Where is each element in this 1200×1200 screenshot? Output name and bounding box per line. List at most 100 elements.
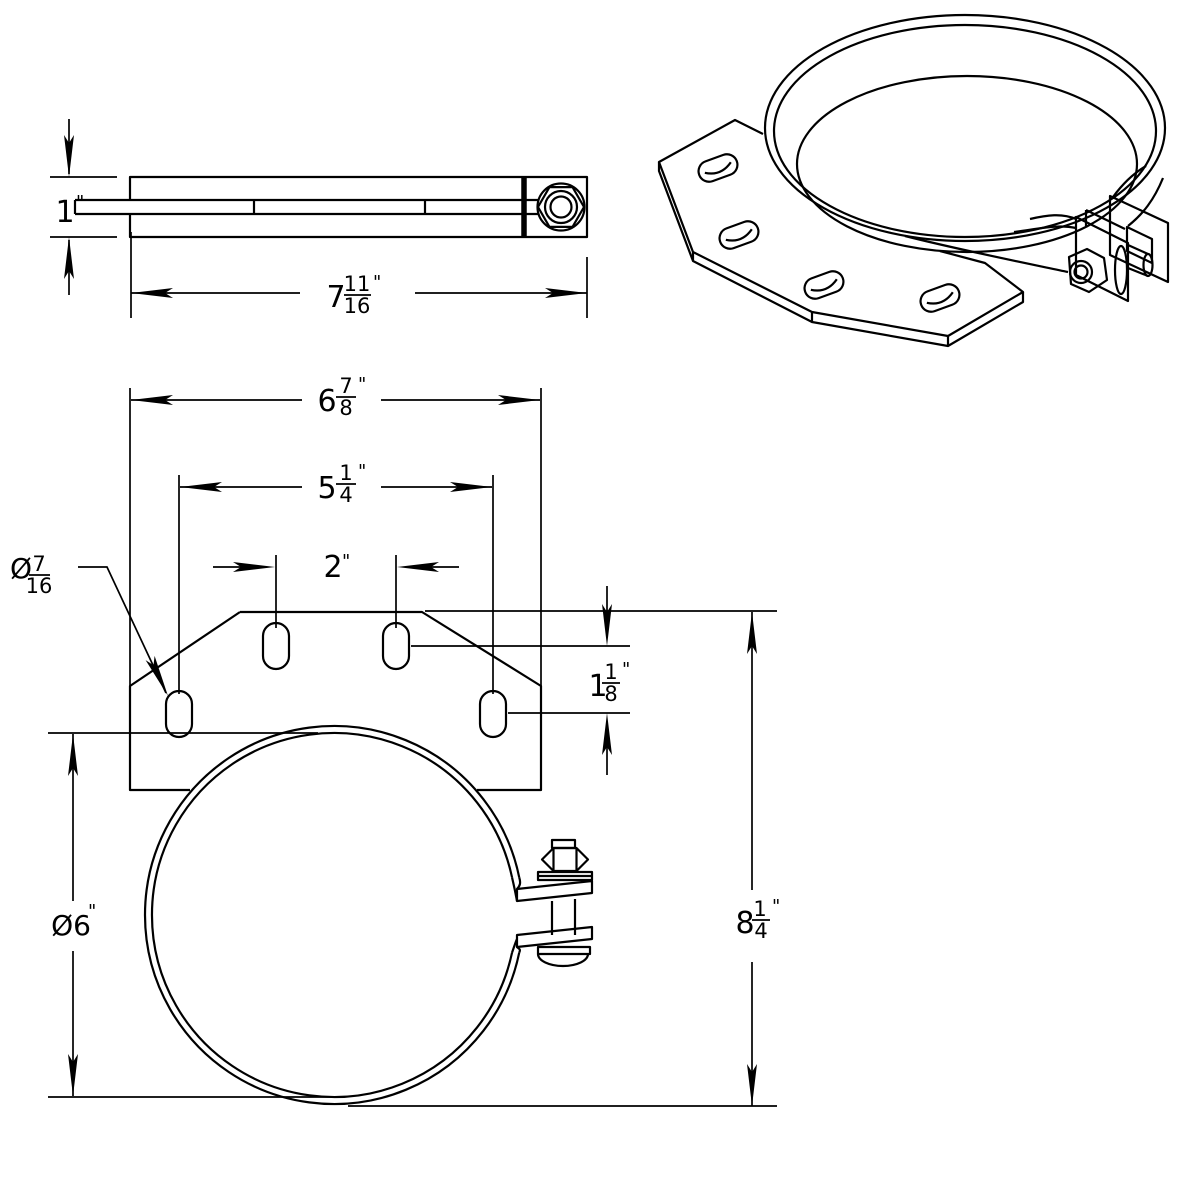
dim-plate-width-whole: 6 xyxy=(317,384,336,419)
dim-overall-height-num: 1 xyxy=(753,897,766,921)
dim-row-offset: 1 1 8 " xyxy=(411,586,777,775)
hex-nut xyxy=(1067,247,1109,294)
dim-slot-span-den: 4 xyxy=(339,483,352,507)
dim-side-length-whole: 7 xyxy=(326,280,345,315)
dim-row-offset-whole: 1 xyxy=(588,669,607,704)
hole-diameter-symbol: Ø xyxy=(10,552,32,585)
arrowhead xyxy=(64,135,74,177)
reference-lines xyxy=(411,610,777,714)
arrowhead xyxy=(64,237,74,279)
dim-overall-height: 8 1 4 " xyxy=(348,612,780,1107)
clamp-assembly-iso xyxy=(1013,194,1170,303)
nut-hex xyxy=(536,186,586,228)
dim-side-height-unit: " xyxy=(76,192,84,213)
dim-band-diameter-unit: " xyxy=(88,901,96,922)
nut-ring xyxy=(543,189,579,225)
arrowhead xyxy=(450,482,492,492)
clamp-outer-plate xyxy=(1108,194,1170,284)
extension-lines xyxy=(129,388,542,686)
slot-hole xyxy=(919,283,961,313)
arrowhead xyxy=(145,655,168,696)
reference-lines xyxy=(48,732,332,1098)
dim-slot-span-unit: " xyxy=(358,461,366,482)
arrowhead xyxy=(233,562,275,572)
dim-row-offset-den: 8 xyxy=(604,682,617,706)
band-edge-strip xyxy=(73,198,539,216)
extension-lines xyxy=(178,475,494,694)
band-end-bends xyxy=(510,876,522,954)
dim-overall-height-whole: 8 xyxy=(735,906,754,941)
clamp-plate-recess xyxy=(1125,225,1154,265)
slot-hole xyxy=(164,689,194,739)
slot-hole xyxy=(697,153,739,183)
dim-side-length-den: 16 xyxy=(344,294,371,318)
dim-side-length: 7 11 16 " xyxy=(130,232,588,318)
arrowhead xyxy=(397,562,439,572)
bolt-head-dome xyxy=(536,953,590,968)
dim-overall-height-unit: " xyxy=(772,896,780,917)
dim-side-height: 1 " xyxy=(50,119,117,295)
dim-slot-span-num: 1 xyxy=(339,461,352,485)
side-nut xyxy=(536,182,586,232)
bolt-tip-circle xyxy=(549,195,573,219)
arrowhead xyxy=(68,1054,78,1096)
dim-side-length-unit: " xyxy=(373,272,381,293)
dim-overall-height-den: 4 xyxy=(754,919,767,943)
band-outer-rim xyxy=(763,13,1167,243)
band-step-edge xyxy=(1112,165,1147,198)
slot-depth-line xyxy=(926,291,954,305)
dim-row-offset-num: 1 xyxy=(604,660,617,684)
slot-depth-line xyxy=(725,228,753,242)
extension-lines xyxy=(130,232,588,318)
band-outer-circle xyxy=(143,724,521,1106)
dim-band-diameter: Ø6 " xyxy=(48,732,332,1098)
slot-outline xyxy=(803,270,845,300)
bolt-end-circle xyxy=(1068,259,1094,285)
nut-facets xyxy=(552,848,578,871)
band-inner-circle xyxy=(150,731,514,1099)
washer xyxy=(1113,244,1129,296)
slot-outline xyxy=(697,153,739,183)
arrowhead xyxy=(602,604,612,646)
dim-plate-width-num: 7 xyxy=(339,374,352,398)
hole-diameter-den: 16 xyxy=(26,574,53,598)
slot-depth-line xyxy=(704,161,732,175)
arrowhead xyxy=(545,288,587,298)
leader-line xyxy=(78,566,167,694)
bracket-plate-thickness xyxy=(657,162,1025,348)
extension-lines xyxy=(275,555,397,628)
extension-lines xyxy=(50,176,117,238)
arrowhead xyxy=(131,288,173,298)
callout-hole-diameter: Ø 7 16 xyxy=(10,552,168,696)
arrowhead xyxy=(498,395,540,405)
bolt-shank xyxy=(550,899,577,935)
dim-side-height-label: 1 xyxy=(55,195,74,230)
dim-row-offset-unit: " xyxy=(622,659,630,680)
isometric-view xyxy=(657,13,1170,348)
front-view: 6 7 8 " 5 1 4 " 2 " xyxy=(10,374,780,1107)
flange-top xyxy=(515,879,594,903)
hole-diameter-num: 7 xyxy=(32,552,45,576)
band-flange-far-edge xyxy=(1084,209,1126,230)
dim-side-length-num: 11 xyxy=(344,272,371,296)
hex-nut xyxy=(540,846,590,873)
slot-depth-line xyxy=(810,278,838,292)
band-flange-near xyxy=(1074,215,1130,303)
arrowhead xyxy=(180,482,222,492)
band-opening xyxy=(795,74,1139,254)
dim-plate-width-den: 8 xyxy=(339,396,352,420)
band-bottom-edge-front xyxy=(904,234,1069,274)
slot-hole xyxy=(381,621,411,671)
bolt-top-boss xyxy=(550,838,577,850)
band-bottom-edge-right xyxy=(1127,177,1165,227)
dim-slot-pitch: 2 " xyxy=(213,550,459,628)
bolt-shank-end xyxy=(1142,252,1154,278)
dim-plate-width-unit: " xyxy=(358,374,366,395)
dim-slot-pitch-label: 2 xyxy=(323,550,342,585)
slot-hole xyxy=(478,689,508,739)
arrowhead xyxy=(68,734,78,776)
dim-band-diameter-label: Ø6 xyxy=(51,909,91,942)
dim-plate-width: 6 7 8 " xyxy=(129,374,542,686)
bracket-plate-outline xyxy=(657,118,1025,338)
